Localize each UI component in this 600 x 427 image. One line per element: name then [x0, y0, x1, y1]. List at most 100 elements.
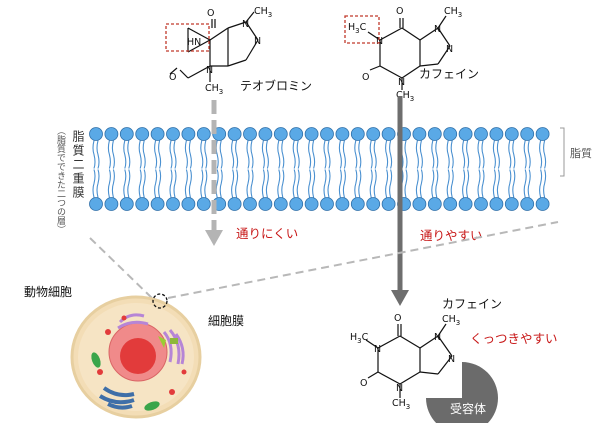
theobromine-structure: O HN O N CH3 N N CH3	[165, 6, 272, 96]
caffeine-bottom-methyl-top: CH3	[442, 314, 460, 327]
lipid-head	[181, 197, 196, 211]
lipid-head	[366, 197, 381, 211]
lipid-head	[335, 197, 350, 211]
lipid-head	[258, 197, 273, 211]
animal-cell	[70, 293, 202, 419]
zoom-line-left	[89, 237, 155, 301]
lipid-head	[119, 127, 134, 141]
lipid-head	[520, 127, 535, 141]
theobromine-oxygen-top: O	[207, 8, 214, 19]
lipid-tail	[539, 140, 547, 169]
lipid-tail	[431, 169, 439, 198]
lipid-head	[289, 197, 304, 211]
caffeine-bottom-nitrogen-3: N	[396, 383, 403, 394]
lipid-head	[535, 127, 550, 141]
animal-cell-label: 動物細胞	[24, 285, 72, 299]
lipid-head	[443, 127, 458, 141]
lipid-head	[504, 197, 519, 211]
caffeine-top-nitrogen-1: N	[376, 36, 383, 47]
lipid-head	[89, 197, 103, 211]
lipid-head	[227, 127, 242, 141]
lipid-tail	[338, 169, 346, 198]
lipid-tail	[508, 169, 516, 198]
caffeine-top-oxygen-left: O	[362, 72, 369, 83]
dot-4	[121, 315, 127, 321]
theobromine-nh-group: HN	[187, 37, 201, 48]
dot-3	[169, 389, 175, 395]
golgi-apparatus	[162, 329, 185, 365]
lipid-tail	[508, 140, 516, 169]
lipid-head	[350, 127, 365, 141]
lipid-bracket	[560, 127, 565, 177]
membrane-zoom-marker	[152, 293, 168, 309]
lipid-tail	[462, 140, 470, 169]
lipid-tail	[323, 140, 331, 169]
lipid-head	[243, 197, 257, 211]
caffeine-bottom-methyl-left: H3C	[350, 332, 369, 345]
lipid-tail	[277, 140, 285, 169]
lipid-tail	[539, 169, 547, 198]
lipid-head	[289, 127, 304, 141]
lipid-head	[489, 127, 504, 141]
lipid-head	[304, 197, 319, 211]
lipid-tail	[215, 140, 223, 169]
lipid-head	[273, 127, 288, 141]
lipid-head	[89, 127, 103, 141]
lipid-tail	[246, 140, 254, 169]
dot-5	[181, 369, 187, 375]
lipid-tail	[292, 169, 300, 198]
lipid-head	[458, 127, 473, 141]
lipid-tail	[215, 169, 223, 198]
lipid-head	[258, 127, 273, 141]
cell-membrane-label: 細胞膜	[208, 314, 244, 328]
lipid-tail	[107, 169, 115, 198]
lipid-side-label: 脂質	[570, 146, 592, 160]
organelle-green-bottom	[144, 401, 160, 411]
lipid-tail	[107, 140, 115, 169]
lipid-head	[366, 127, 381, 141]
theobromine-arrowhead	[205, 230, 223, 246]
lipid-tail	[154, 169, 162, 198]
theobromine-methyl-bottom: CH3	[205, 83, 223, 96]
lipid-head	[320, 127, 334, 141]
lipid-head	[381, 197, 396, 211]
caffeine-bottom-nitrogen-9: N	[448, 354, 455, 365]
caffeine-top-highlight-box	[344, 15, 380, 44]
theobromine-nitrogen-3: N	[206, 65, 213, 76]
membrane-subtitle: （脂質でできた二つの層）	[55, 126, 66, 234]
lipid-tail	[292, 140, 300, 169]
lipid-head	[474, 127, 488, 141]
caffeine-top-nitrogen-7: N	[434, 24, 441, 35]
receptor-label: 受容体	[450, 401, 486, 416]
lipid-tail	[261, 140, 269, 169]
lipid-tail	[354, 140, 362, 169]
lipid-tail	[231, 169, 239, 198]
lipid-head	[504, 127, 519, 141]
caffeine-bottom-oxygen-left: O	[360, 378, 367, 389]
lipid-tail	[492, 169, 500, 198]
lipid-head	[135, 127, 150, 141]
lipid-tail	[92, 140, 100, 169]
lipid-tail	[184, 140, 192, 169]
lipid-head	[243, 127, 257, 141]
lipid-head	[427, 197, 442, 211]
lipid-head	[443, 197, 458, 211]
caffeine-top-label: カフェイン	[419, 67, 479, 81]
lipid-tail	[385, 169, 393, 198]
lipid-head	[104, 197, 119, 211]
lipid-tail	[138, 140, 146, 169]
caffeine-top-methyl-top: CH3	[444, 6, 462, 19]
lipid-tail	[138, 169, 146, 198]
lipid-head	[427, 127, 442, 141]
lipid-tail	[338, 140, 346, 169]
caffeine-top-nitrogen-9: N	[446, 44, 453, 55]
lipid-head	[535, 197, 550, 211]
zoom-line-right	[167, 221, 559, 299]
theobromine-nitrogen-7: N	[242, 19, 249, 30]
lipid-head	[166, 197, 180, 211]
lipid-tail	[200, 169, 208, 198]
receptor-shape	[426, 362, 498, 427]
lipid-tail	[277, 169, 285, 198]
lipid-tail	[354, 169, 362, 198]
